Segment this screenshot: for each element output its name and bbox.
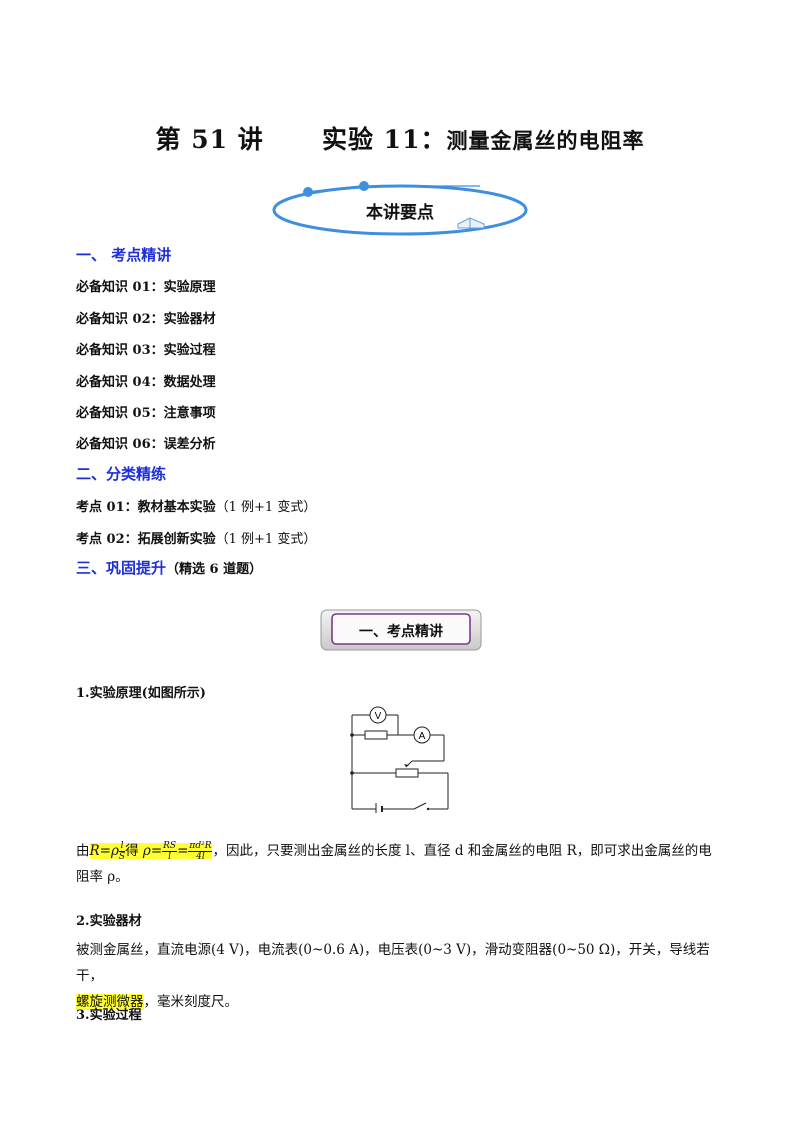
knowledge-item: 必备知识 05：注意事项	[76, 406, 216, 421]
experiment-number: 实验 11：	[321, 125, 447, 154]
badge-ring-graphic	[272, 181, 528, 236]
heading-procedure: 3.实验过程	[76, 1008, 142, 1023]
equipment-paragraph: 被测金属丝，直流电源(4 V)，电流表(0~0.6 A)，电压表(0~3 V)，…	[76, 942, 710, 1010]
book-icon	[457, 217, 485, 229]
highlight-micrometer: 螺旋测微器	[76, 994, 144, 1010]
section-3-note: （精选 6 道题）	[166, 562, 263, 577]
voltmeter-label: V	[375, 711, 382, 722]
knowledge-item: 必备知识 02：实验器材	[76, 312, 216, 327]
heading-principle: 1.实验原理(如图所示)	[76, 686, 206, 701]
section-banner-label: 一、考点精讲	[359, 624, 443, 640]
exam-point-label: 考点 02：拓展创新实验	[76, 532, 216, 547]
outline-section-3: 三、巩固提升（精选 6 道题）	[76, 559, 263, 577]
circuit-diagram: V A	[350, 706, 449, 813]
knowledge-item: 必备知识 06：误差分析	[76, 437, 216, 452]
exam-point-note: （1 例+1 变式）	[215, 532, 317, 547]
ammeter-label: A	[419, 731, 426, 742]
section-banner	[320, 609, 482, 651]
knowledge-item: 必备知识 03：实验过程	[76, 343, 216, 358]
badge-label: 本讲要点	[366, 203, 434, 223]
outline-section-2: 二、分类精练	[76, 465, 167, 483]
lecture-number: 第 51 讲	[155, 125, 264, 154]
heading-equipment: 2.实验器材	[76, 914, 142, 929]
knowledge-item: 必备知识 04：数据处理	[76, 375, 216, 390]
knowledge-item: 必备知识 01：实验原理	[76, 280, 216, 295]
exam-point-item: 考点 02：拓展创新实验（1 例+1 变式）	[76, 528, 316, 547]
exam-point-item: 考点 01：教材基本实验（1 例+1 变式）	[76, 496, 316, 515]
exam-point-note: （1 例+1 变式）	[215, 500, 317, 515]
page-title: 第 51 讲 实验 11：测量金属丝的电阻率	[0, 120, 800, 156]
topic-title: 测量金属丝的电阻率	[446, 128, 645, 153]
exam-point-label: 考点 01：教材基本实验	[76, 500, 216, 515]
outline-section-1: 一、 考点精讲	[76, 246, 172, 264]
